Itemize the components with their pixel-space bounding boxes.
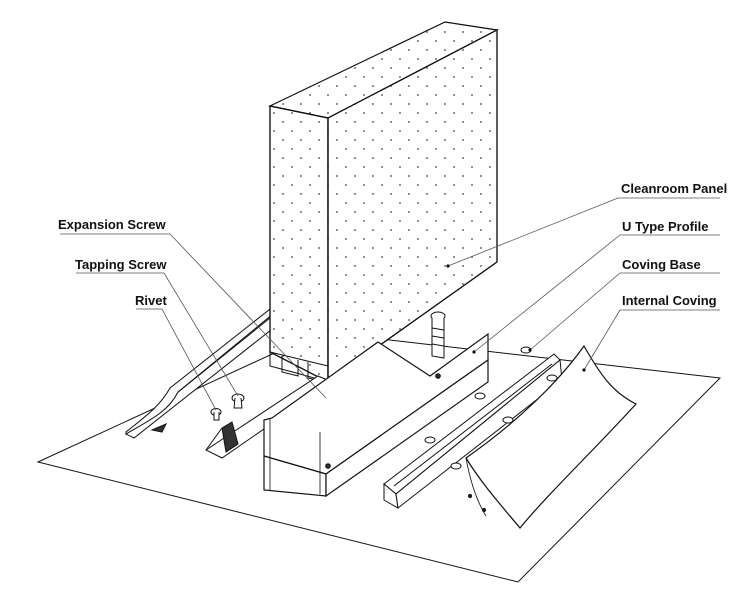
leader-lines bbox=[60, 197, 720, 411]
left-coving-strip bbox=[125, 297, 292, 439]
expansion-screw-back bbox=[430, 311, 446, 359]
label-u-type-profile: U Type Profile bbox=[622, 219, 709, 234]
label-coving-base: Coving Base bbox=[622, 257, 701, 272]
leader-internal-coving bbox=[583, 309, 720, 371]
tapping-screw-part bbox=[231, 393, 245, 409]
u-type-profile bbox=[263, 332, 489, 498]
leader-tapping-screw bbox=[76, 272, 239, 397]
leader-dots bbox=[446, 264, 586, 372]
leader-expansion-screw bbox=[60, 233, 327, 399]
leader-u-type-profile bbox=[473, 234, 720, 353]
label-internal-coving: Internal Coving bbox=[622, 293, 717, 308]
leader-rivet bbox=[136, 308, 217, 411]
label-cleanroom-panel: Cleanroom Panel bbox=[621, 181, 728, 196]
rivet-part bbox=[210, 408, 222, 421]
label-expansion-screw: Expansion Screw bbox=[58, 217, 166, 232]
label-rivet: Rivet bbox=[135, 293, 167, 308]
label-tapping-screw: Tapping Screw bbox=[75, 257, 167, 272]
angle-profile bbox=[205, 375, 334, 459]
coving-base-profile bbox=[383, 346, 563, 509]
internal-coving-part bbox=[465, 344, 637, 529]
leader-cleanroom-panel bbox=[447, 197, 720, 267]
leader-coving-base bbox=[529, 272, 720, 351]
cleanroom-panel bbox=[268, 21, 499, 384]
